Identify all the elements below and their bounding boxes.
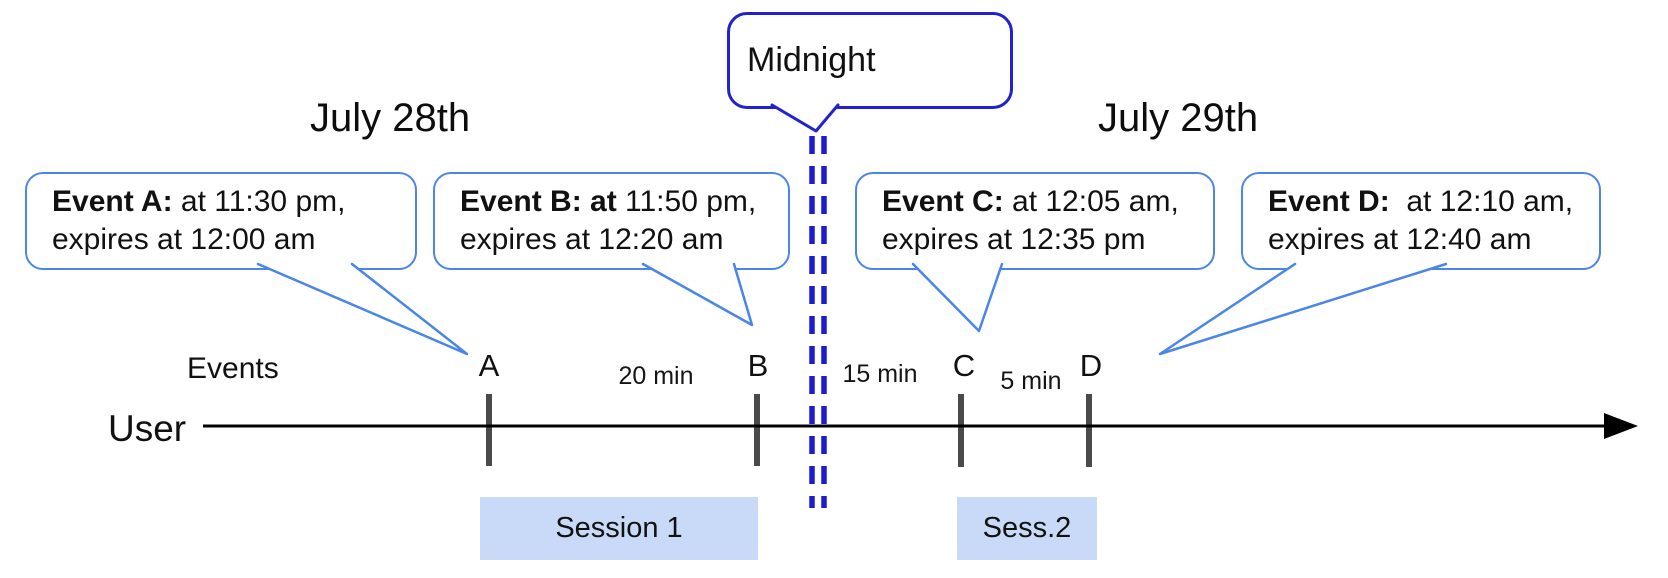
event-a-title: Event A:: [52, 185, 173, 218]
event-d-callout-tail: [1158, 262, 1448, 356]
event-c-line1: Event C: at 12:05 am,: [882, 183, 1213, 221]
tick-letter-a: A: [478, 348, 500, 383]
event-c-time: at 12:05 am,: [1003, 185, 1179, 218]
timeline-arrowhead-icon: [1604, 413, 1638, 439]
event-c-callout: Event C: at 12:05 am, expires at 12:35 p…: [855, 172, 1215, 270]
event-b-callout: Event B: at 11:50 pm, expires at 12:20 a…: [433, 172, 790, 270]
events-axis-label: Events: [187, 352, 279, 385]
event-c-callout-tail: [911, 262, 1004, 333]
tick-letter-c: C: [952, 348, 976, 383]
event-c-title: Event C:: [882, 185, 1004, 218]
event-b-time: 11:50 pm,: [616, 185, 757, 218]
event-a-callout: Event A: at 11:30 pm, expires at 12:00 a…: [25, 172, 417, 270]
event-d-line1: Event D: at 12:10 am,: [1268, 183, 1599, 221]
event-d-expiry: expires at 12:40 am: [1268, 223, 1532, 256]
session-2-label: Sess.2: [982, 512, 1072, 544]
interval-label-5min: 5 min: [1000, 367, 1062, 395]
event-a-time: at 11:30 pm,: [172, 185, 346, 218]
interval-label-15min: 15 min: [842, 360, 918, 388]
tick-letter-b: B: [747, 348, 769, 383]
date-label-july-28: July 28th: [310, 96, 471, 140]
event-b-title: Event B: at: [460, 185, 617, 218]
midnight-label: Midnight: [747, 41, 876, 79]
date-label-july-29: July 29th: [1098, 96, 1259, 140]
midnight-callout: Midnight: [727, 12, 1013, 109]
event-b-expiry: expires at 12:20 am: [460, 223, 724, 256]
session-2-bar: Sess.2: [957, 497, 1097, 560]
event-d-time: at 12:10 am,: [1389, 185, 1574, 218]
event-c-expiry: expires at 12:35 pm: [882, 223, 1146, 256]
user-axis-label: User: [108, 408, 187, 449]
event-a-expiry: expires at 12:00 am: [52, 223, 316, 256]
event-d-callout: Event D: at 12:10 am, expires at 12:40 a…: [1241, 172, 1601, 270]
event-a-callout-tail: [256, 262, 469, 356]
event-b-callout-tail: [641, 262, 754, 327]
session-1-bar: Session 1: [480, 497, 758, 560]
event-d-title: Event D:: [1268, 185, 1390, 218]
tick-letter-d: D: [1079, 348, 1103, 383]
event-b-line1: Event B: at 11:50 pm,: [460, 183, 788, 221]
event-a-line1: Event A: at 11:30 pm,: [52, 183, 415, 221]
interval-label-20min: 20 min: [618, 362, 694, 390]
session-1-label: Session 1: [555, 512, 683, 544]
